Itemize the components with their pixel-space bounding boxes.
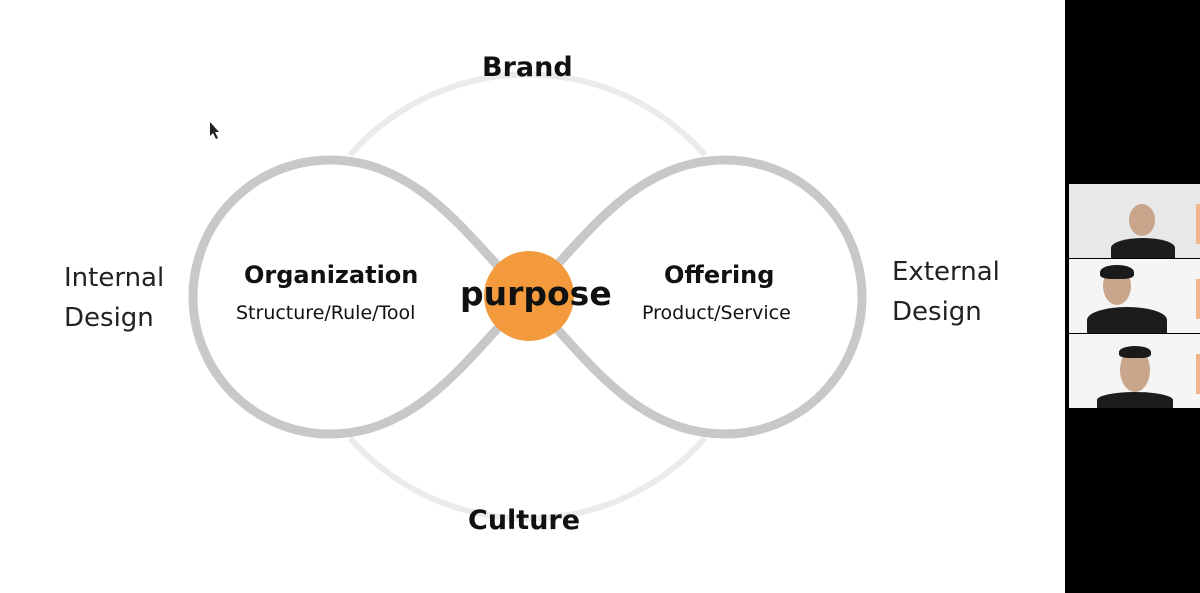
infinity-diagram (188, 71, 867, 522)
accent-bar (1196, 279, 1200, 319)
participant-head (1129, 204, 1155, 236)
mouse-cursor-icon (210, 122, 219, 139)
participant-hair (1119, 346, 1151, 358)
design-line: Design (64, 303, 154, 333)
participant-video-tile[interactable] (1069, 259, 1200, 333)
participant-body (1087, 307, 1167, 333)
offering-title: Offering (664, 261, 775, 289)
purpose-label: purpose (460, 274, 612, 313)
participant-video-tile[interactable] (1069, 334, 1200, 408)
participant-video-tile[interactable] (1069, 184, 1200, 258)
participant-hair (1100, 265, 1134, 279)
presentation-slide: Brand Culture purpose Internal Design Ex… (64, 52, 1000, 536)
brand-arc (347, 71, 708, 157)
video-participants-panel (1065, 0, 1200, 593)
organization-subtitle: Structure/Rule/Tool (236, 302, 416, 324)
participant-body (1111, 238, 1175, 258)
internal-design-label: Internal Design (64, 258, 164, 338)
external-design-label: External Design (892, 252, 1000, 332)
purpose-circle (484, 251, 574, 341)
organization-title: Organization (244, 261, 419, 289)
participant-body (1097, 392, 1173, 408)
accent-bar (1196, 204, 1200, 244)
internal-line: Internal (64, 263, 165, 293)
culture-label: Culture (468, 505, 581, 536)
accent-bar (1196, 354, 1200, 394)
external-line: External (892, 257, 1000, 287)
offering-subtitle: Product/Service (642, 302, 791, 324)
culture-arc (347, 436, 708, 522)
design-line: Design (892, 297, 982, 327)
brand-label: Brand (482, 52, 573, 83)
